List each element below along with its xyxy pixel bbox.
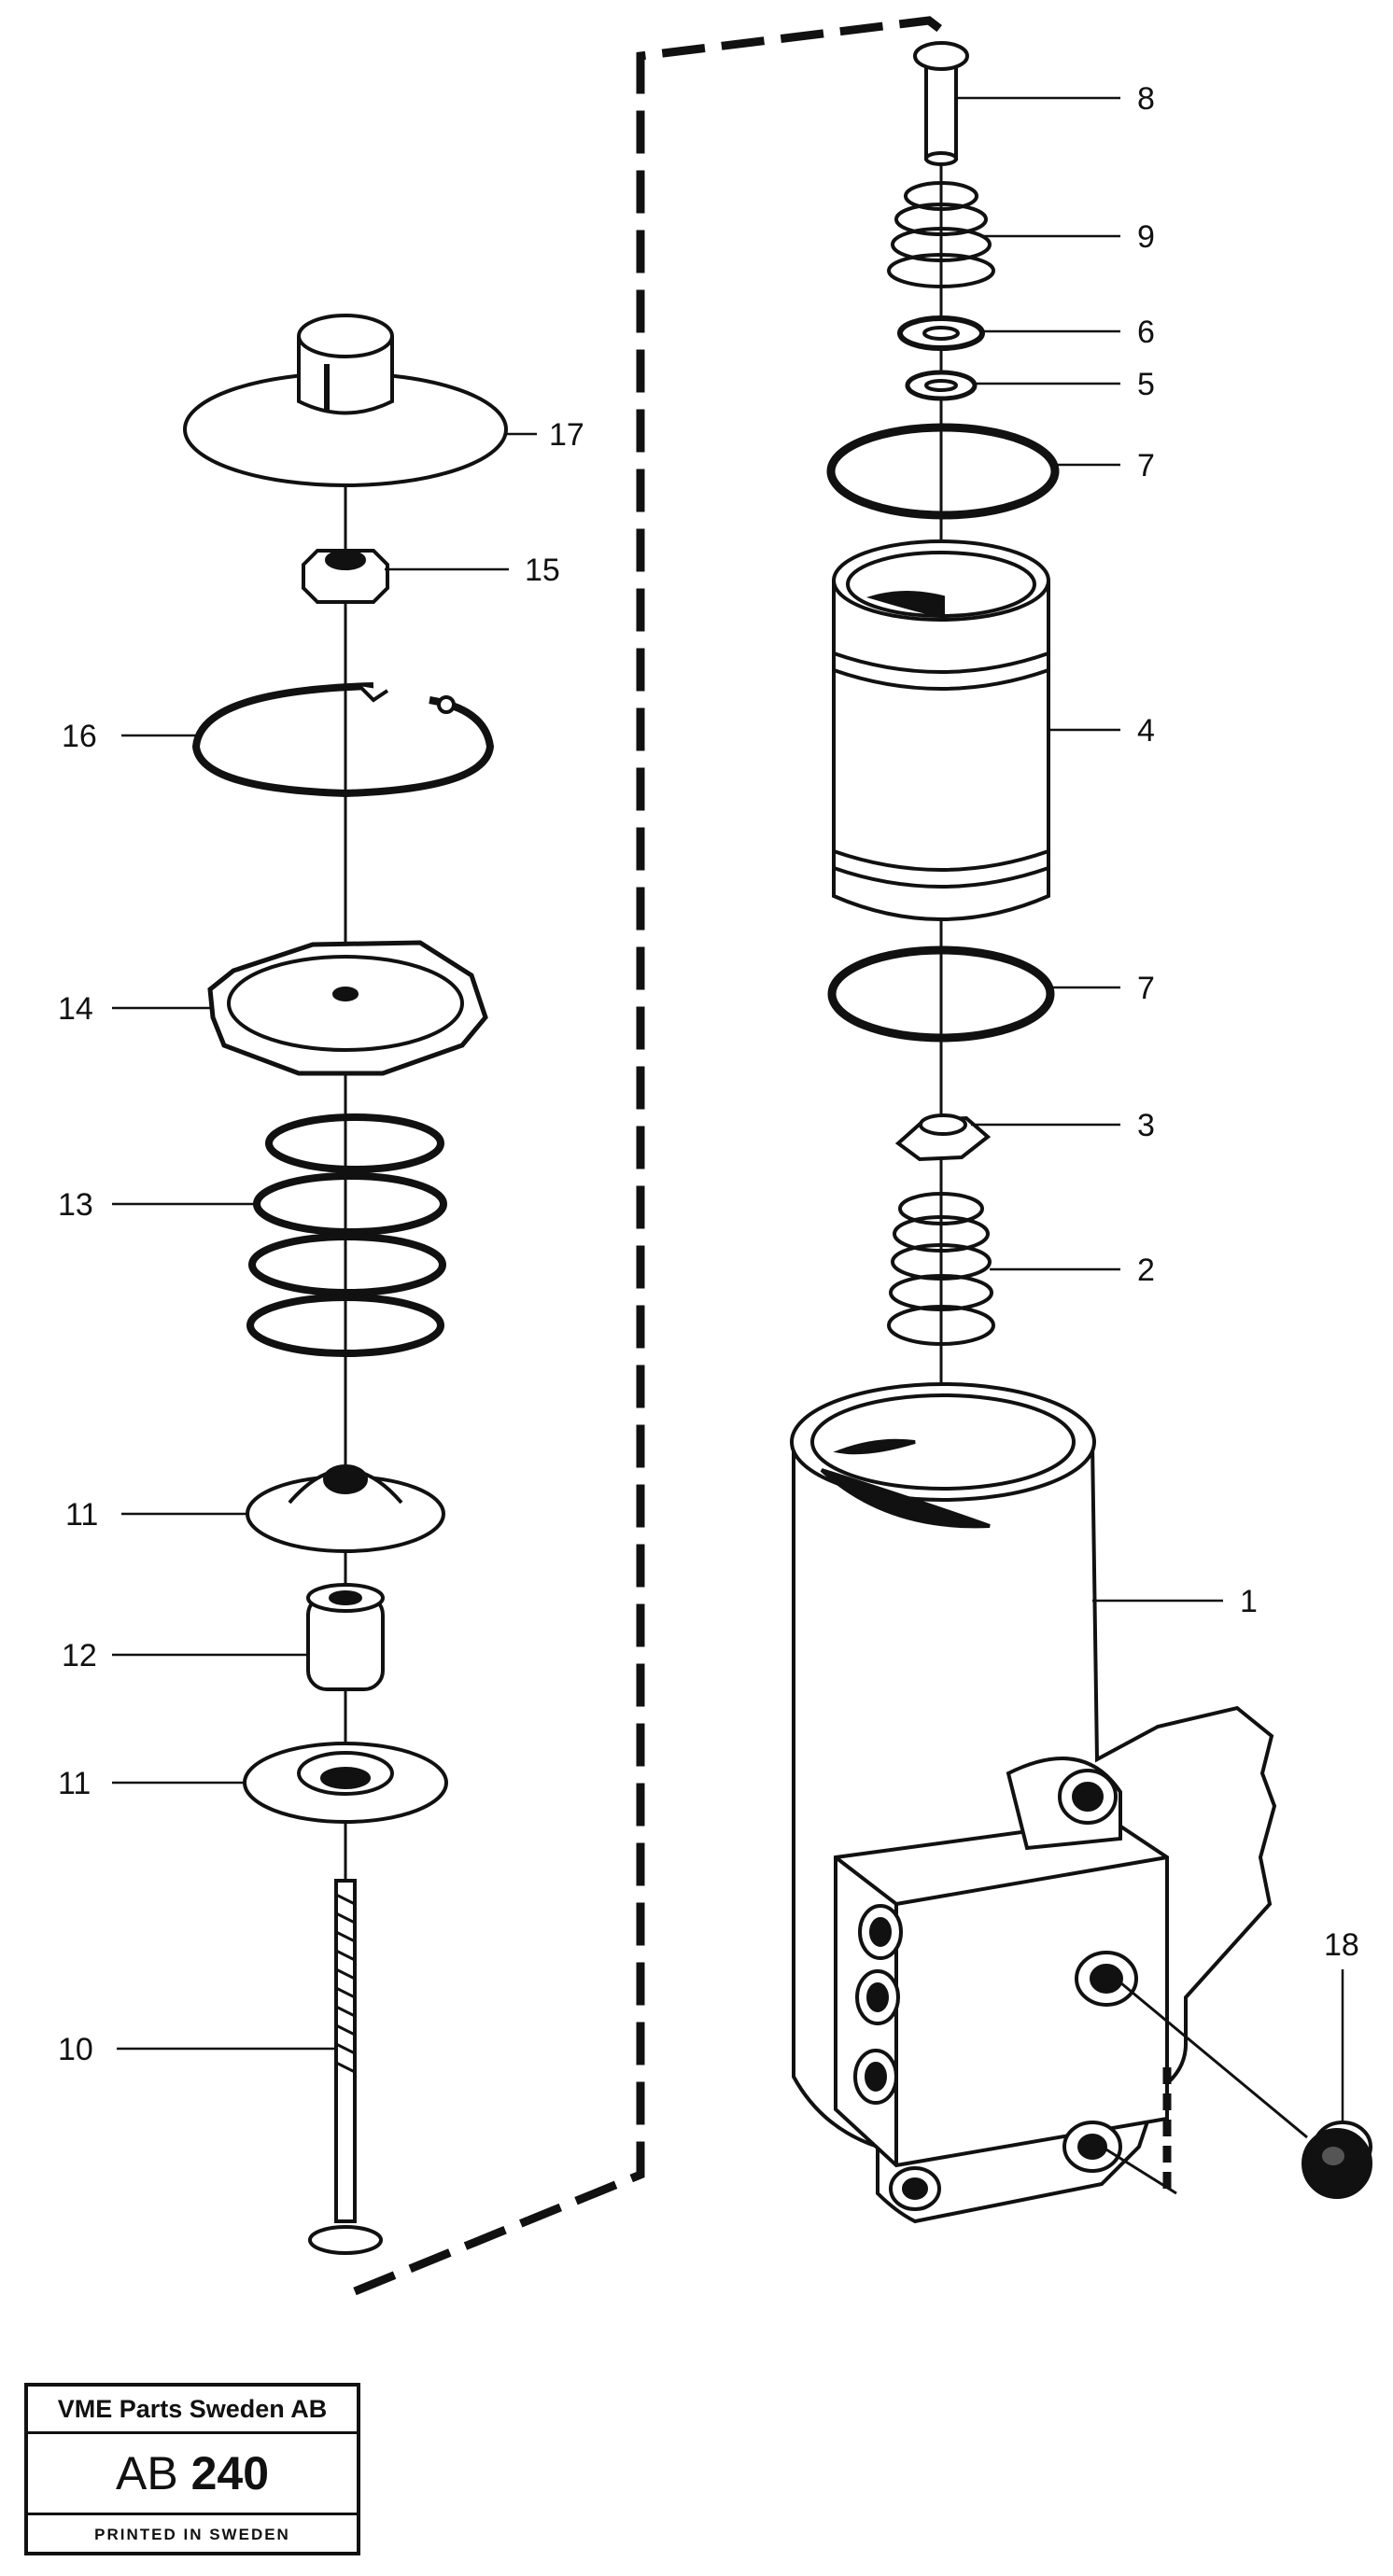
callout-9: 9 [1137, 219, 1155, 255]
callout-11-upper: 11 [65, 1497, 98, 1533]
part-7-o-ring-upper [826, 423, 1060, 520]
callout-5: 5 [1137, 367, 1155, 402]
callout-12: 12 [62, 1638, 97, 1673]
callout-18: 18 [1324, 1927, 1359, 1963]
callout-14: 14 [58, 991, 93, 1027]
part-3-valve-plate [894, 1113, 992, 1162]
callout-7-upper: 7 [1137, 448, 1155, 483]
callout-2: 2 [1137, 1253, 1155, 1288]
part-17-cap [183, 314, 508, 487]
stamp-company: VME Parts Sweden AB [28, 2387, 357, 2434]
stamp-code: AB 240 [28, 2434, 357, 2513]
stamp-code-number: 240 [190, 2447, 270, 2499]
part-7-o-ring-lower [827, 945, 1055, 1043]
part-15-nut [302, 549, 389, 604]
callout-7-lower: 7 [1137, 971, 1155, 1006]
callout-16: 16 [62, 719, 97, 754]
callout-10: 10 [58, 2032, 93, 2067]
callout-15: 15 [525, 553, 560, 588]
part-13-spring [246, 1113, 447, 1357]
part-6-washer [897, 315, 985, 351]
right-parts-stack [790, 41, 1372, 2224]
part-12-buffer [306, 1583, 385, 1691]
part-9-spring [887, 181, 995, 288]
callout-13: 13 [58, 1187, 93, 1223]
callout-6: 6 [1137, 315, 1155, 350]
part-2-spring [887, 1192, 995, 1346]
callout-17: 17 [549, 417, 584, 453]
stamp-printed: PRINTED IN SWEDEN [28, 2513, 357, 2554]
stamp-code-prefix: AB [115, 2447, 178, 2499]
callout-3: 3 [1137, 1108, 1155, 1143]
part-14-spring-plate [207, 940, 488, 1076]
callout-11-lower: 11 [58, 1766, 91, 1801]
part-16-circlip [191, 682, 495, 798]
callout-1: 1 [1240, 1584, 1258, 1619]
part-11-diaphragm-upper [246, 1464, 445, 1553]
assembly-dashed-link [353, 16, 944, 2296]
part-4-sleeve [832, 539, 1050, 921]
callout-labels: 8 9 6 5 7 4 7 3 2 1 18 17 15 16 14 13 11… [58, 81, 1359, 2067]
part-5-washer [905, 370, 978, 401]
part-10-bolt [308, 1879, 383, 2255]
leader-lines [112, 96, 1344, 2123]
part-18-plug [1302, 2121, 1372, 2199]
part-1-valve-housing [790, 1382, 1308, 2224]
callout-8: 8 [1137, 81, 1155, 117]
publisher-stamp: VME Parts Sweden AB AB 240 PRINTED IN SW… [24, 2383, 360, 2555]
left-parts-stack [183, 314, 508, 2255]
part-8-pin [913, 41, 969, 166]
part-11-diaphragm-lower [243, 1742, 448, 1824]
callout-4: 4 [1137, 713, 1155, 749]
